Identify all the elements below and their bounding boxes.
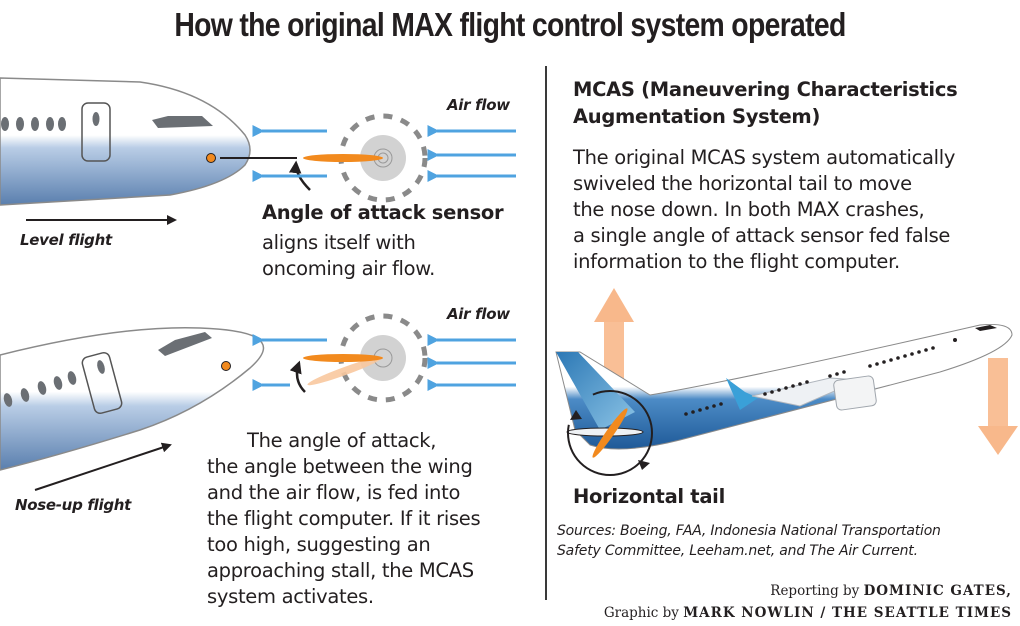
down-force-arrow <box>988 358 1008 428</box>
vertical-tail <box>556 352 635 430</box>
nose-up-flight-label: Nose-up flight <box>15 496 132 514</box>
sensor-vane <box>303 154 383 162</box>
cockpit-window-icon <box>152 116 213 128</box>
winglet <box>726 378 758 410</box>
level-flight-label: Level flight <box>20 231 112 249</box>
sensor-description: aligns itself with oncoming air flow. <box>262 231 436 280</box>
airflow-label-top: Air flow <box>447 96 510 114</box>
rotation-circle <box>567 390 653 476</box>
windows-icon <box>1 112 100 131</box>
sensor-dot <box>206 153 216 163</box>
divider <box>545 66 547 600</box>
page-title: How the original MAX flight control syst… <box>174 6 846 43</box>
horizontal-tail-vane <box>592 408 628 458</box>
door-icon <box>81 102 111 162</box>
sensor-heading: Angle of attack sensor <box>262 201 504 224</box>
airflow-label-bottom: Air flow <box>447 305 510 323</box>
credits: Reporting by DOMINIC GATES, Graphic by M… <box>603 583 1012 621</box>
nose-up-flight-arrow <box>34 442 172 491</box>
aoa-explanation: The angle of attack, the angle between t… <box>207 429 481 608</box>
aoa-sensor-bottom <box>303 313 428 403</box>
max-plane <box>555 288 1018 476</box>
nose-up-plane <box>0 326 306 471</box>
airflow-arrows-top <box>252 125 516 182</box>
mcas-heading: MCAS (Maneuvering Characteristics Augmen… <box>573 78 958 128</box>
engine <box>833 375 877 411</box>
aoa-sensor-top <box>303 113 428 203</box>
sources: Sources: Boeing, FAA, Indonesia National… <box>557 523 941 559</box>
horizontal-tail-label: Horizontal tail <box>573 485 725 508</box>
airflow-arrows-bottom <box>252 334 516 391</box>
level-flight-plane <box>0 77 311 206</box>
mcas-description: The original MCAS system automatically s… <box>573 146 956 273</box>
cockpit-window <box>975 325 997 331</box>
